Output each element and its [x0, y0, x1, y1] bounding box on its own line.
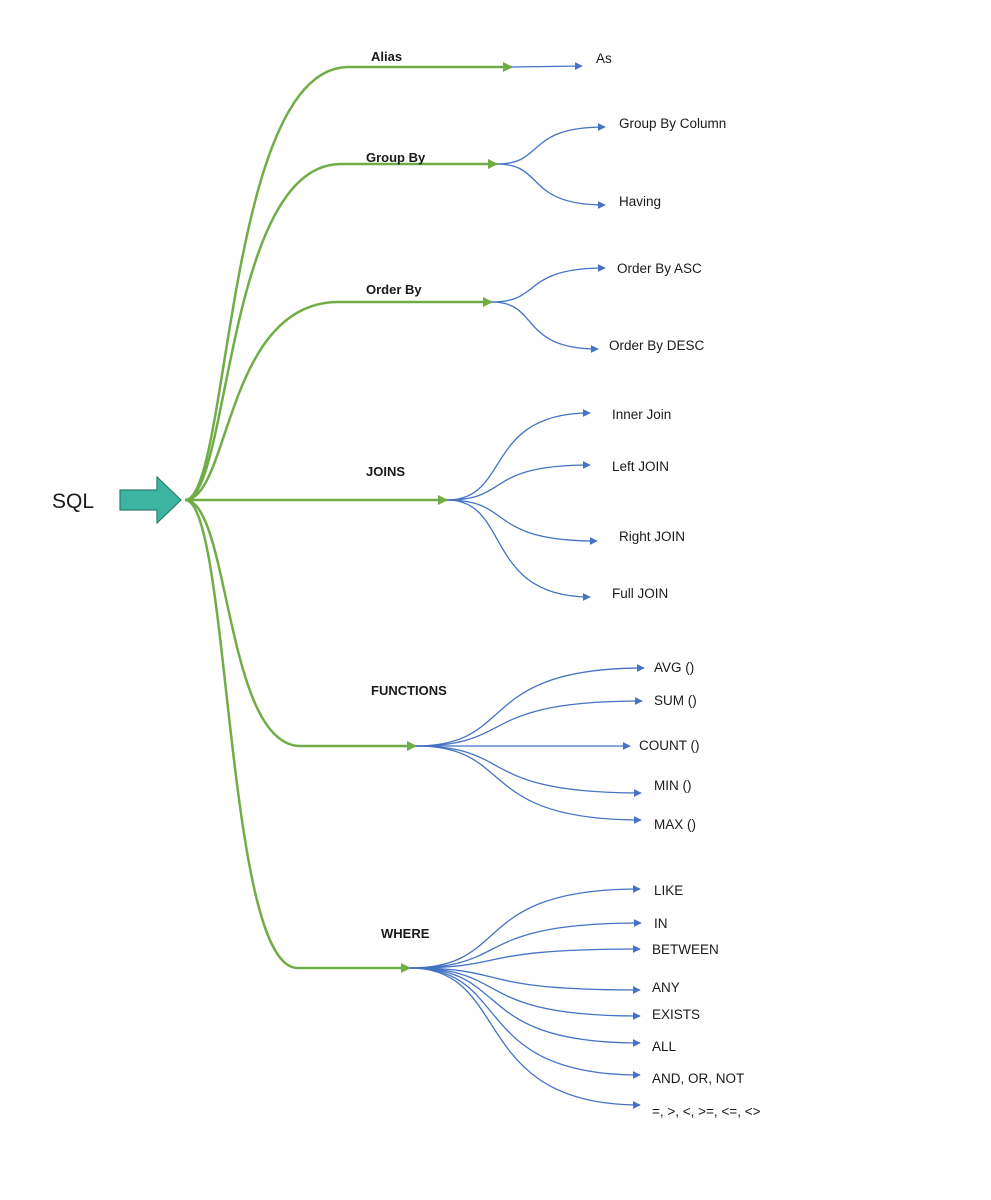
leaf-label-group-by-column: Group By Column: [619, 116, 726, 131]
leaf-edge-where-0: [409, 885, 641, 969]
branch-label-order-by: Order By: [366, 282, 422, 297]
branch-label-alias: Alias: [371, 49, 402, 64]
leaf-label-and-or-not: AND, OR, NOT: [652, 1071, 744, 1086]
leaf-label-left-join: Left JOIN: [612, 459, 669, 474]
leaf-label-any: ANY: [652, 980, 680, 995]
leaf-label-min: MIN (): [654, 778, 692, 793]
leaf-label-count: COUNT (): [639, 738, 700, 753]
leaf-edge-functions-3: [415, 745, 642, 797]
leaf-label-inner-join: Inner Join: [612, 407, 671, 422]
leaf-label-sum: SUM (): [654, 693, 697, 708]
leaf-label-all: ALL: [652, 1039, 677, 1054]
branch-edge-alias: [184, 62, 513, 502]
leaf-edge-joins-0: [446, 409, 591, 501]
leaf-label-order-by-desc: Order By DESC: [609, 338, 705, 353]
leaf-edge-functions-0: [415, 664, 645, 747]
leaf-label-having: Having: [619, 194, 661, 209]
leaf-edge-joins-2: [446, 499, 598, 545]
branch-label-group-by: Group By: [366, 150, 426, 165]
leaf-edge-alias-0: [511, 62, 583, 70]
leaf-label-exists: EXISTS: [652, 1007, 700, 1022]
leaf-edge-functions-4: [415, 745, 642, 824]
leaf-label-between: BETWEEN: [652, 942, 719, 957]
leaf-edge-where-6: [409, 967, 641, 1079]
root-label: SQL: [52, 490, 94, 513]
branch-edge-functions: [184, 498, 417, 751]
leaf-edge-where-5: [409, 967, 641, 1047]
leaf-edge-functions-1: [415, 697, 643, 747]
leaf-edge-joins-1: [446, 461, 591, 501]
branch-label-functions: FUNCTIONS: [371, 683, 447, 698]
leaf-label-as: As: [596, 51, 612, 66]
leaf-label-full-join: Full JOIN: [612, 586, 668, 601]
branch-edge-where: [184, 498, 411, 973]
leaf-label-order-by-asc: Order By ASC: [617, 261, 702, 276]
branch-edge-order-by: [184, 297, 493, 502]
leaf-edge-where-2: [409, 945, 641, 969]
leaf-edge-where-4: [409, 967, 641, 1020]
leaf-edge-where-7: [409, 967, 641, 1109]
branch-label-joins: JOINS: [366, 464, 405, 479]
branch-edge-group-by: [184, 159, 498, 502]
leaf-edge-group-by-0: [496, 123, 606, 165]
leaf-label-right-join: Right JOIN: [619, 529, 685, 544]
leaf-label-like: LIKE: [654, 883, 683, 898]
leaf-edge-order-by-0: [491, 264, 606, 303]
leaf-edge-where-3: [409, 967, 641, 994]
leaf-label-avg: AVG (): [654, 660, 694, 675]
root-arrow-icon: [119, 475, 182, 525]
leaf-edge-where-1: [409, 919, 642, 969]
leaf-edge-joins-3: [446, 499, 591, 601]
leaf-label-comparison-operators: =, >, <, >=, <=, <>: [652, 1104, 761, 1119]
leaf-label-max: MAX (): [654, 817, 696, 832]
branch-label-where: WHERE: [381, 926, 430, 941]
leaf-edge-order-by-1: [491, 301, 599, 353]
leaf-edge-group-by-1: [496, 163, 606, 209]
leaf-label-in: IN: [654, 916, 668, 931]
